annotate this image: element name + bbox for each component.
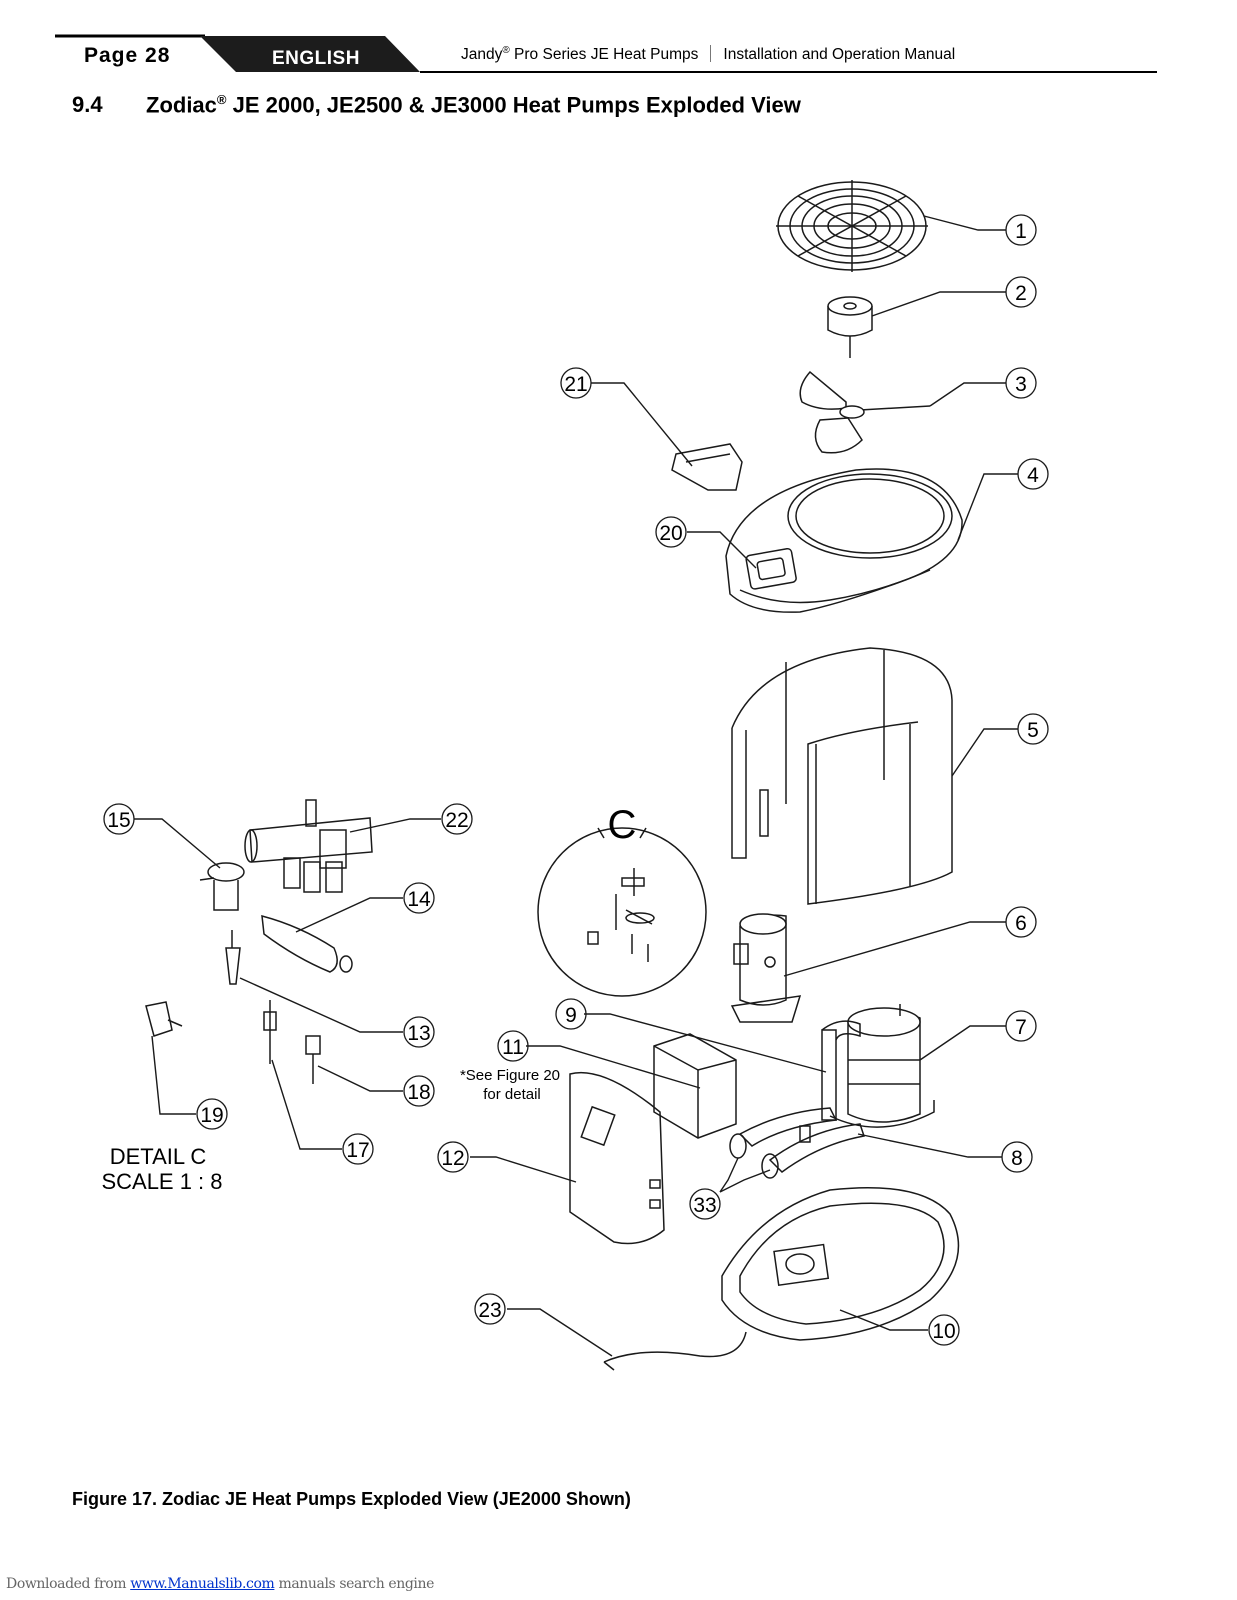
callout-9: 9 bbox=[565, 1004, 577, 1027]
electrical-box-part bbox=[653, 1033, 737, 1139]
wire-harness-part bbox=[603, 1331, 747, 1371]
side-panel-part bbox=[731, 647, 953, 905]
pipe-union-part bbox=[729, 1107, 865, 1179]
detail-label: DETAIL C bbox=[110, 1144, 207, 1169]
footer-suffix: manuals search engine bbox=[274, 1576, 435, 1592]
callout-18: 18 bbox=[407, 1081, 430, 1104]
base-pan-part bbox=[721, 1187, 960, 1341]
section-heading: 9.4 Zodiac® JE 2000, JE2500 & JE3000 Heat… bbox=[72, 92, 801, 118]
page-number: Page 28 bbox=[84, 44, 171, 67]
callout-8: 8 bbox=[1011, 1147, 1023, 1170]
brand-name: Jandy bbox=[461, 46, 503, 64]
top-panel-part bbox=[725, 468, 963, 613]
section-brand: Zodiac bbox=[146, 92, 217, 118]
section-registered-mark: ® bbox=[216, 92, 227, 107]
heat-exchanger-part bbox=[829, 1004, 935, 1128]
pressure-switch-parts bbox=[263, 1000, 321, 1084]
manualslib-link[interactable]: www.Manualslib.com bbox=[130, 1576, 275, 1592]
callout-21: 21 bbox=[564, 373, 587, 396]
temperature-sensor-part bbox=[225, 930, 241, 985]
leader-lines bbox=[134, 215, 1018, 1357]
running-header: Jandy® Pro Series JE Heat Pumps Installat… bbox=[461, 45, 955, 64]
fan-guard-part bbox=[776, 180, 928, 272]
callout-22: 22 bbox=[445, 809, 468, 832]
language-tab: ENGLISH bbox=[272, 48, 360, 69]
callout-14: 14 bbox=[407, 888, 431, 911]
product-name: Pro Series JE Heat Pumps bbox=[509, 46, 699, 64]
registered-mark: ® bbox=[502, 45, 510, 56]
manual-name: Installation and Operation Manual bbox=[723, 46, 956, 64]
section-title: JE 2000, JE2500 & JE3000 Heat Pumps Expl… bbox=[226, 92, 801, 118]
fan-motor-part bbox=[827, 296, 873, 358]
service-valve-part bbox=[199, 862, 245, 911]
header-tab-bar bbox=[55, 34, 1157, 73]
callout-1: 1 bbox=[1015, 220, 1027, 243]
callout-33: 33 bbox=[693, 1194, 716, 1217]
callout-circles bbox=[103, 214, 1049, 1346]
plumbing-part bbox=[821, 1020, 861, 1121]
callout-3: 3 bbox=[1015, 373, 1027, 396]
section-number: 9.4 bbox=[72, 92, 103, 118]
control-cover-part bbox=[671, 443, 743, 491]
filter-drier-part bbox=[261, 914, 353, 973]
callout-23: 23 bbox=[478, 1299, 501, 1322]
callout-10: 10 bbox=[932, 1320, 955, 1343]
callout-15: 15 bbox=[107, 809, 130, 832]
download-footer: Downloaded from www.Manualslib.com manua… bbox=[6, 1576, 434, 1592]
sensor-bracket-part bbox=[145, 1001, 183, 1037]
reversing-valve-part bbox=[244, 799, 373, 893]
detail-scale: SCALE 1 : 8 bbox=[101, 1169, 222, 1194]
fan-blade-part bbox=[799, 370, 931, 454]
note-line-1: *See Figure 20 bbox=[460, 1067, 560, 1084]
compressor-part bbox=[730, 913, 802, 1023]
callout-6: 6 bbox=[1015, 912, 1027, 935]
callout-11: 11 bbox=[502, 1036, 524, 1059]
detail-letter: C bbox=[608, 803, 637, 847]
callout-20: 20 bbox=[659, 522, 682, 545]
figure-caption: Figure 17. Zodiac JE Heat Pumps Exploded… bbox=[72, 1489, 631, 1509]
footer-prefix: Downloaded from bbox=[6, 1576, 131, 1592]
note-line-2: for detail bbox=[483, 1086, 541, 1103]
callout-7: 7 bbox=[1015, 1016, 1027, 1039]
callout-13: 13 bbox=[407, 1022, 430, 1045]
callout-17: 17 bbox=[346, 1139, 369, 1162]
detail-c-inset bbox=[537, 827, 707, 997]
callout-19: 19 bbox=[200, 1104, 223, 1127]
callout-2: 2 bbox=[1015, 282, 1027, 305]
header-separator bbox=[710, 45, 712, 63]
callout-4: 4 bbox=[1027, 464, 1039, 487]
callout-12: 12 bbox=[441, 1147, 464, 1170]
callout-5: 5 bbox=[1027, 719, 1039, 742]
front-panel-part bbox=[569, 1071, 665, 1245]
